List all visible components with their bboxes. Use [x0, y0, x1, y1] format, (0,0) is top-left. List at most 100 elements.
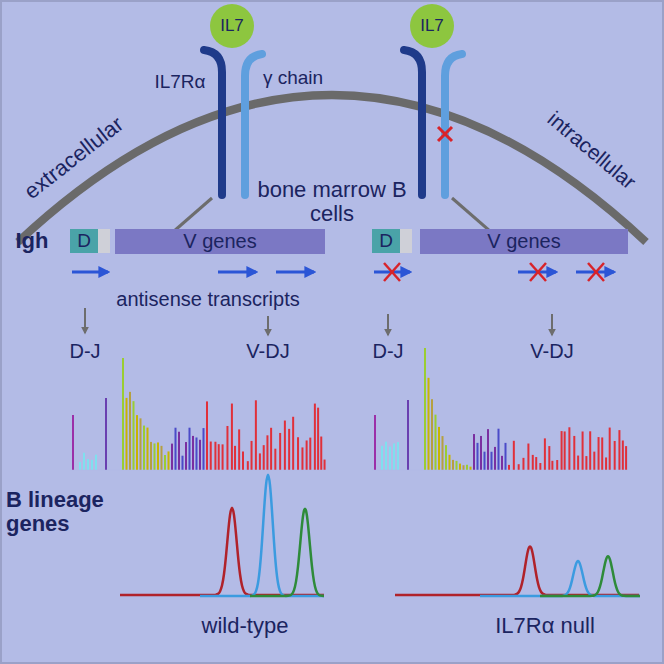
bar [551, 461, 553, 470]
bar [508, 465, 510, 470]
bar [385, 442, 387, 470]
bar [442, 436, 444, 470]
bar [393, 443, 395, 470]
bar [222, 444, 224, 470]
bar [105, 398, 107, 470]
bar [192, 436, 194, 470]
bar [324, 460, 326, 470]
rearrangement-label: V-DJ [246, 340, 289, 362]
bar [452, 460, 454, 470]
chain-label: IL7Rα [154, 72, 205, 93]
bar [297, 437, 299, 470]
bar [622, 440, 624, 470]
bar [522, 458, 524, 470]
bar [428, 378, 430, 470]
bar [513, 441, 515, 470]
bar [87, 459, 89, 470]
bar [491, 452, 493, 470]
bar [598, 437, 600, 470]
bar [189, 428, 191, 470]
bar [501, 456, 503, 470]
node-text: V genes [183, 230, 256, 253]
bar [150, 442, 152, 470]
bar [374, 415, 376, 470]
gamma-chain [445, 54, 462, 195]
bar [518, 464, 520, 470]
bar [407, 400, 409, 470]
bar [279, 433, 281, 470]
bar [480, 436, 482, 470]
peak-trace [480, 561, 640, 596]
genotype-label: wild-type [202, 614, 289, 638]
bar [494, 447, 496, 470]
peak-trace [540, 556, 640, 596]
d-segment-box: D [70, 229, 98, 253]
bar [129, 392, 131, 470]
bar [136, 415, 138, 470]
bar [477, 443, 479, 470]
bar [143, 426, 145, 470]
bar [435, 415, 437, 470]
bar [564, 431, 566, 470]
bar [72, 415, 74, 470]
bar [445, 445, 447, 470]
transcript-label: antisense transcripts [116, 288, 299, 310]
bar [251, 441, 253, 470]
bar [288, 429, 290, 470]
bar [263, 445, 265, 470]
bar [614, 441, 616, 470]
bar [498, 429, 500, 470]
bar [320, 437, 322, 470]
bar [168, 451, 170, 470]
bar [456, 461, 458, 470]
bar [556, 460, 558, 470]
bar [91, 460, 93, 470]
red-cross [384, 263, 604, 281]
bar [157, 442, 159, 470]
bar [381, 446, 383, 470]
bar [231, 404, 233, 470]
bar [270, 428, 272, 470]
bar [389, 447, 391, 470]
node-text: V genes [487, 230, 560, 253]
bar [487, 429, 489, 470]
rearrangement-label: D-J [69, 340, 100, 362]
bar [505, 443, 507, 470]
bar [122, 358, 124, 470]
red-cross [438, 127, 452, 141]
membrane [18, 95, 646, 242]
genotype-label: IL7Rα null [495, 614, 595, 638]
node-text: IL7 [220, 16, 244, 36]
bar [196, 437, 198, 470]
bar [317, 408, 319, 470]
bar [306, 440, 308, 470]
expression-peaks [120, 475, 640, 596]
bar [226, 426, 228, 470]
antisense-arrow [72, 271, 614, 274]
bar [214, 442, 216, 470]
down-arrow [85, 308, 552, 335]
bar [182, 456, 184, 470]
bar [449, 455, 451, 470]
bar [292, 417, 294, 470]
bar [309, 438, 311, 470]
node-text: D [77, 230, 91, 252]
bar [459, 464, 461, 470]
repertoire-bars [70, 348, 628, 470]
il7ra-chain [204, 50, 222, 195]
node-text: D [379, 230, 393, 252]
peak-trace [120, 508, 324, 595]
bar [171, 444, 173, 470]
locus-label: Igh [16, 229, 49, 253]
peak-trace [250, 509, 324, 596]
bar [535, 457, 537, 470]
bar [274, 449, 276, 470]
bar [218, 444, 220, 470]
bar [140, 418, 142, 470]
bar [544, 438, 546, 470]
bar [473, 434, 475, 470]
bar [210, 442, 212, 470]
